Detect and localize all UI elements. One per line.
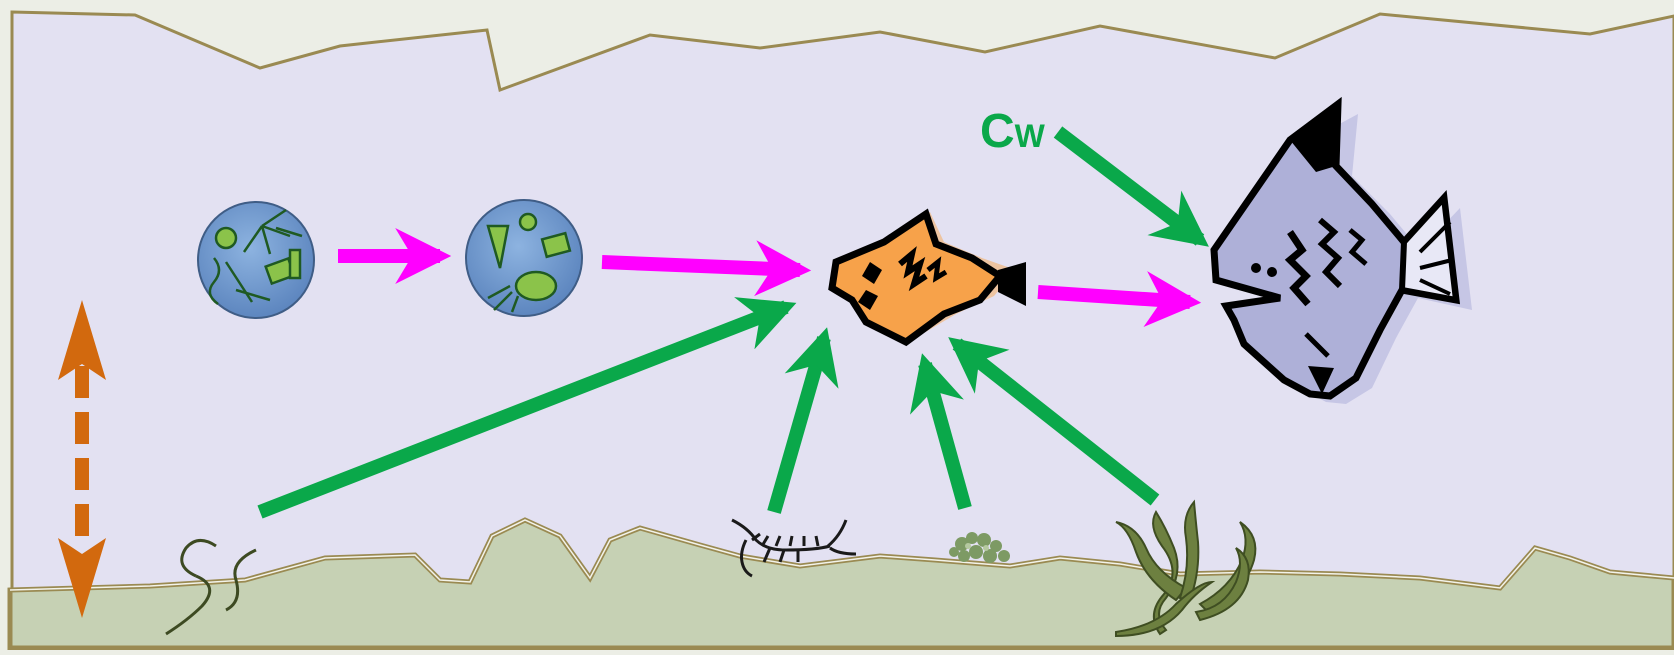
cw-subscript: W	[1015, 118, 1045, 154]
water-body	[12, 12, 1674, 640]
phytoplankton-icon	[198, 202, 314, 318]
cw-main-letter: C	[980, 105, 1015, 158]
diet-arrow-zoo-to-small-fish	[602, 262, 800, 270]
water-concentration-label: CW	[980, 104, 1045, 159]
diet-arrow-small-to-large-fish	[1038, 292, 1190, 302]
zooplankton-icon	[466, 200, 582, 316]
